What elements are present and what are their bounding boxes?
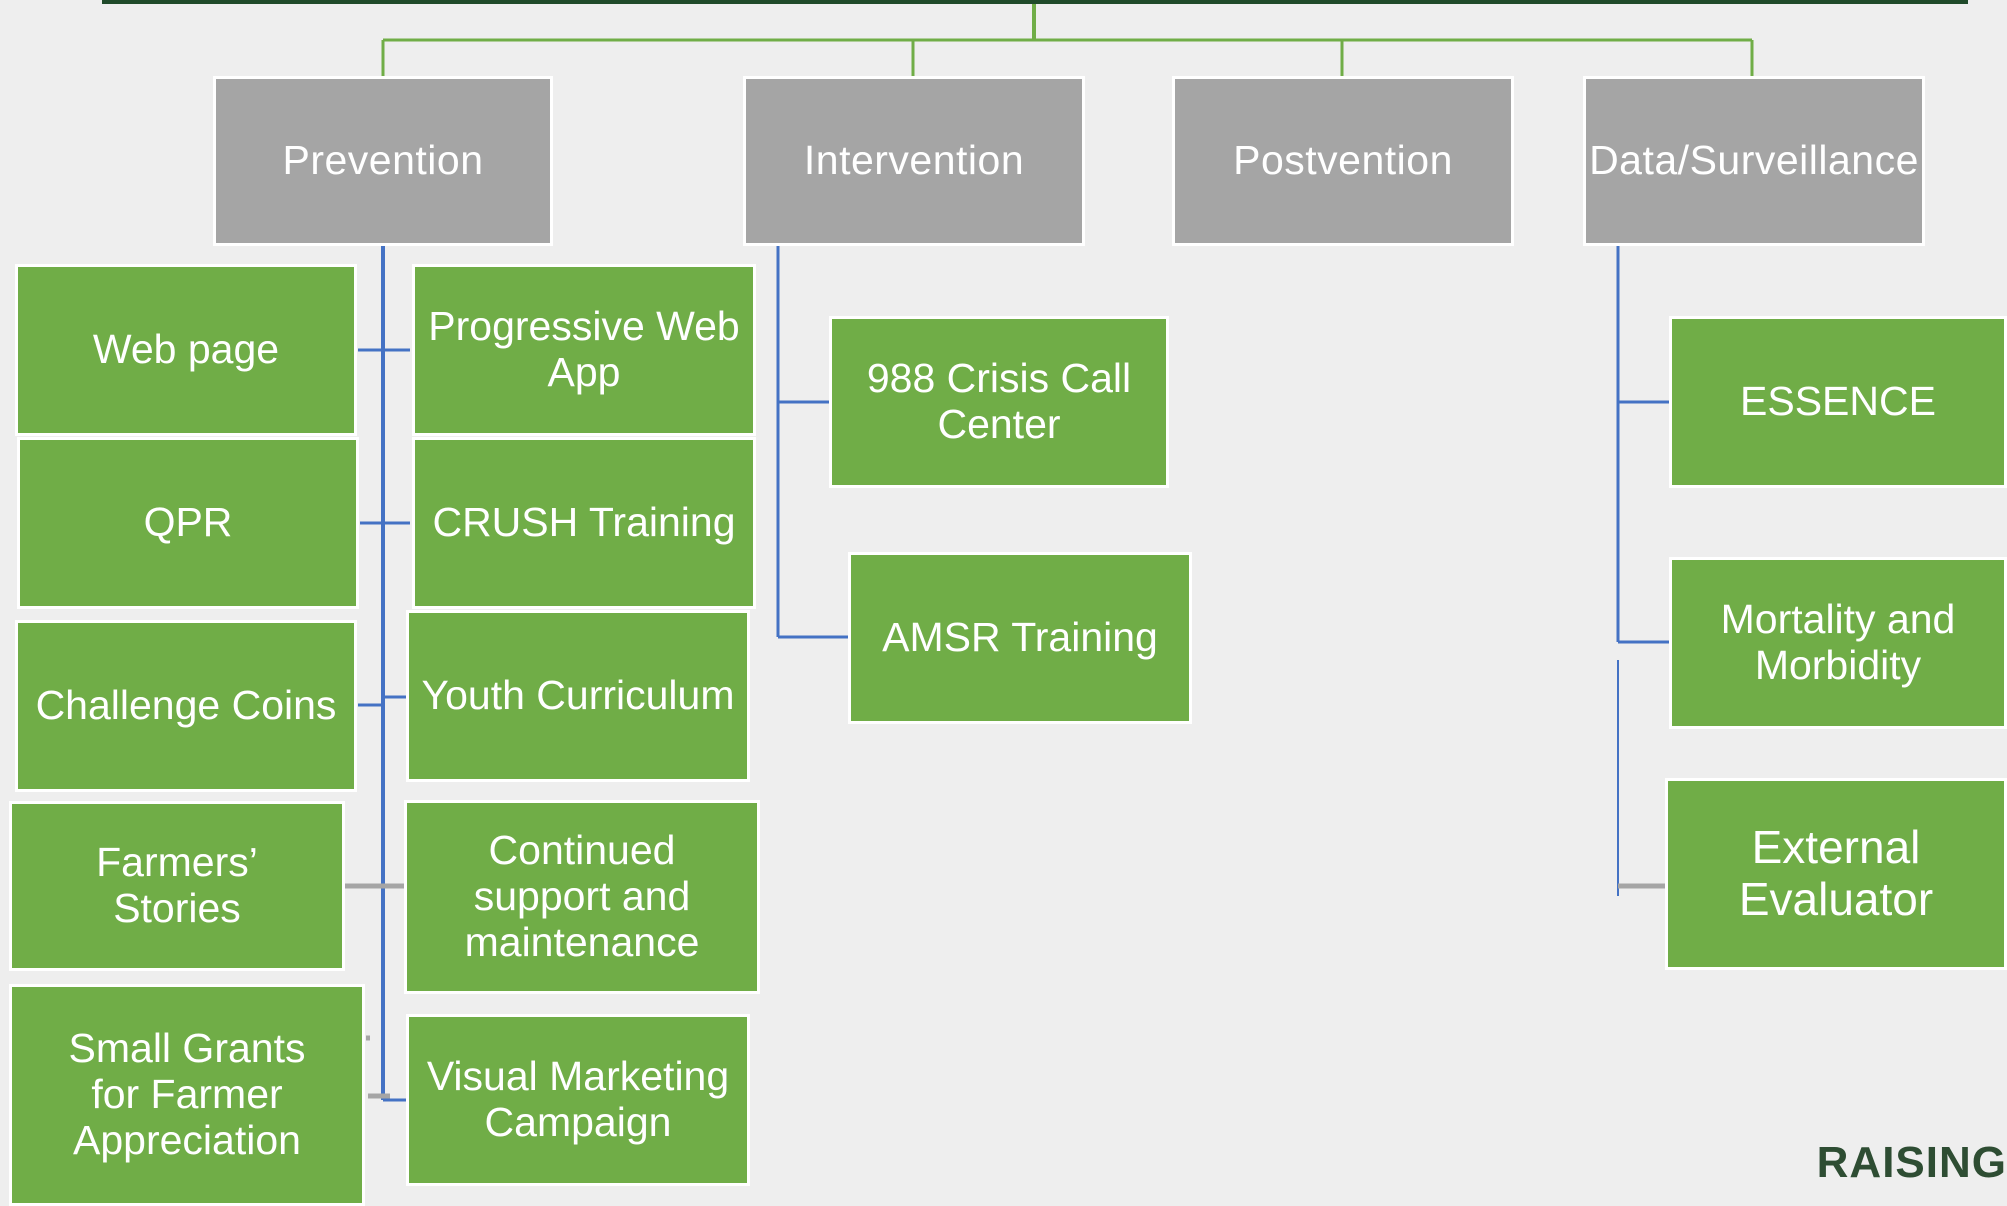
category-label: Intervention xyxy=(803,137,1025,184)
item-label: ESSENCE xyxy=(1740,378,1936,425)
item-label: Farmers’ Stories xyxy=(96,839,258,931)
item-label: Progressive Web App xyxy=(428,303,740,395)
item-label: 988 Crisis Call Center xyxy=(866,355,1132,447)
category-branches xyxy=(381,4,1754,78)
item-label: CRUSH Training xyxy=(432,499,736,546)
category-label: Postvention xyxy=(1233,137,1453,184)
item-label: Continued support and maintenance xyxy=(464,827,700,965)
prevention-item-qpr: QPR xyxy=(17,437,359,609)
data-connectors xyxy=(1616,246,1671,896)
item-label: Youth Curriculum xyxy=(421,672,735,719)
item-label: QPR xyxy=(143,499,233,546)
category-prevention: Prevention xyxy=(213,76,553,246)
intervention-item-988-crisis-call-center: 988 Crisis Call Center xyxy=(829,316,1169,488)
prevention-item-challenge-coins: Challenge Coins xyxy=(15,620,357,792)
item-label: Challenge Coins xyxy=(35,682,337,729)
category-label: Data/Surveillance xyxy=(1589,137,1919,184)
prevention-item-continued-support: Continued support and maintenance xyxy=(404,800,760,994)
category-label: Prevention xyxy=(282,137,484,184)
prevention-item-web-page: Web page xyxy=(15,264,357,436)
data-item-external-evaluator: External Evaluator xyxy=(1665,778,2007,970)
top-bar xyxy=(102,0,1968,4)
item-label: Mortality and Morbidity xyxy=(1720,596,1956,688)
prevention-gray-connectors xyxy=(344,883,406,1099)
category-postvention: Postvention xyxy=(1172,76,1514,246)
data-item-essence: ESSENCE xyxy=(1669,316,2007,488)
intervention-item-amsr-training: AMSR Training xyxy=(848,552,1192,724)
category-data-surveillance: Data/Surveillance xyxy=(1583,76,1925,246)
category-intervention: Intervention xyxy=(743,76,1085,246)
item-label: AMSR Training xyxy=(882,614,1158,661)
prevention-connectors xyxy=(358,246,410,1102)
prevention-item-crush-training: CRUSH Training xyxy=(412,437,756,609)
prevention-item-progressive-web-app: Progressive Web App xyxy=(412,264,756,436)
item-label: External Evaluator xyxy=(1738,821,1934,925)
item-label: Small Grants for Farmer Appreciation xyxy=(68,1025,306,1163)
data-item-mortality-morbidity: Mortality and Morbidity xyxy=(1669,557,2007,729)
item-label: Web page xyxy=(92,326,280,373)
prevention-item-small-grants: Small Grants for Farmer Appreciation xyxy=(9,984,365,1206)
item-label: Visual Marketing Campaign xyxy=(426,1053,730,1145)
brand-logo: RAISING xyxy=(1816,1138,2007,1187)
intervention-connectors xyxy=(776,246,849,639)
prevention-item-farmers-stories: Farmers’ Stories xyxy=(9,801,345,971)
prevention-item-youth-curriculum: Youth Curriculum xyxy=(406,610,750,782)
prevention-item-visual-marketing: Visual Marketing Campaign xyxy=(406,1014,750,1186)
